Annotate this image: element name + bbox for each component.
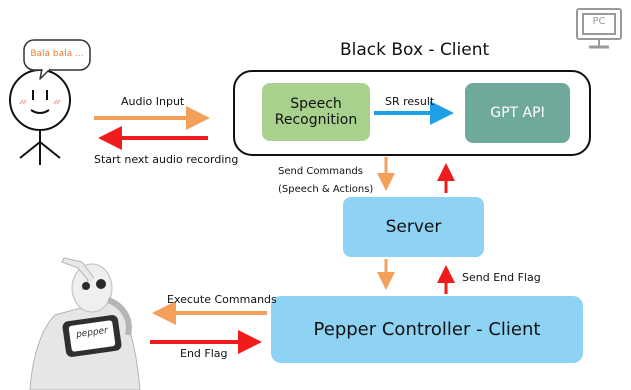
user-figure bbox=[9, 69, 71, 165]
speech-recognition-line1: Speech bbox=[290, 96, 342, 112]
server-box bbox=[343, 197, 484, 257]
gpt-api-box bbox=[465, 83, 570, 143]
send-commands-label: Send Commands (Speech & Actions) bbox=[278, 163, 373, 199]
speech-recognition-line2: Recognition bbox=[274, 112, 358, 128]
speech-recognition-label: Speech Recognition bbox=[262, 83, 370, 141]
pepper-robot-illustration bbox=[29, 257, 141, 390]
server-label: Server bbox=[385, 217, 442, 237]
speech-bubble-shape bbox=[23, 39, 91, 80]
execute-commands-label: Execute Commands bbox=[167, 293, 277, 306]
start-next-recording-label: Start next audio recording bbox=[94, 153, 239, 166]
client-group-title: Black Box - Client bbox=[340, 40, 490, 60]
pepper-controller-box bbox=[271, 296, 583, 363]
speech-recognition-box bbox=[262, 83, 370, 141]
send-commands-line1: Send Commands bbox=[278, 166, 363, 177]
blush-marks bbox=[19, 99, 61, 105]
sr-result-label: SR result bbox=[385, 95, 435, 108]
send-commands-line2: (Speech & Actions) bbox=[278, 184, 374, 195]
pepper-controller-label: Pepper Controller - Client bbox=[313, 319, 541, 340]
audio-input-label: Audio Input bbox=[121, 95, 185, 108]
end-flag-label: End Flag bbox=[180, 347, 228, 360]
pc-icon bbox=[576, 8, 622, 49]
gpt-api-label: GPT API bbox=[490, 105, 545, 121]
speech-bubble-text: Bala bala ... bbox=[30, 49, 84, 59]
send-end-flag-label: Send End Flag bbox=[462, 271, 541, 284]
pc-label: PC bbox=[592, 16, 606, 27]
